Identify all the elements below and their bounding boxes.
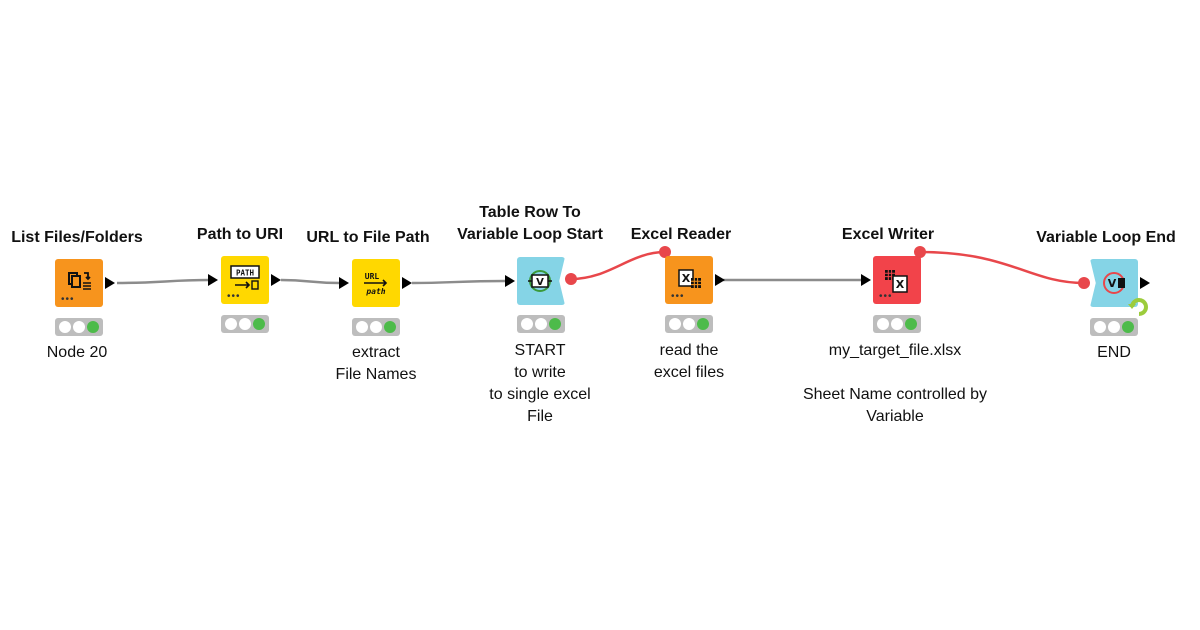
more-options-icon[interactable]: •••: [227, 291, 241, 302]
status-indicator: [352, 318, 400, 336]
node-title: Excel Reader: [630, 226, 732, 243]
node-description: read the excel files: [653, 342, 725, 381]
loop-end-icon[interactable]: V: [1090, 259, 1138, 307]
input-port[interactable]: [208, 274, 218, 286]
node-description: START to write to single excel File: [489, 342, 591, 425]
svg-text:X: X: [896, 278, 905, 291]
flow-variable-output-port[interactable]: [914, 246, 926, 258]
more-options-icon[interactable]: •••: [671, 291, 685, 302]
list-files-icon[interactable]: •••: [55, 259, 103, 307]
status-indicator: [221, 315, 269, 333]
excel-writer-icon[interactable]: X •••: [873, 256, 921, 304]
output-port[interactable]: [271, 274, 281, 286]
svg-text:V: V: [536, 277, 544, 288]
flow-variable-input-port[interactable]: [659, 246, 671, 258]
excel-reader-icon[interactable]: X •••: [665, 256, 713, 304]
node-title: Excel Writer: [841, 226, 935, 243]
connection-url-to-path-to-loop-start[interactable]: [411, 279, 506, 285]
connection-loop-start-to-excel-reader[interactable]: [570, 250, 666, 281]
more-options-icon[interactable]: •••: [879, 291, 893, 302]
status-indicator: [517, 315, 565, 333]
node-title: Table Row To Variable Loop Start: [457, 204, 603, 243]
node-description: END: [1097, 344, 1131, 361]
flow-variable-output-port[interactable]: [565, 273, 577, 285]
connection-list-files-to-path-to-uri[interactable]: [116, 278, 210, 285]
status-indicator: [873, 315, 921, 333]
path-to-uri-icon[interactable]: PATH •••: [221, 256, 269, 304]
svg-text:V: V: [1108, 277, 1117, 290]
node-title: List Files/Folders: [11, 229, 143, 246]
input-port[interactable]: [505, 275, 515, 287]
loop-refresh-icon: [1128, 298, 1148, 316]
input-port[interactable]: [861, 274, 871, 286]
flow-variable-input-port[interactable]: [1078, 277, 1090, 289]
status-indicator: [55, 318, 103, 336]
output-port[interactable]: [715, 274, 725, 286]
svg-text:path: path: [365, 287, 385, 296]
node-title: Variable Loop End: [1036, 229, 1176, 246]
loop-start-icon[interactable]: V: [517, 257, 565, 305]
node-title: Path to URI: [196, 226, 284, 243]
node-description: Node 20: [46, 344, 108, 361]
output-port[interactable]: [402, 277, 412, 289]
url-to-path-icon[interactable]: URL path: [352, 259, 400, 307]
connection-excel-writer-to-loop-end[interactable]: [919, 250, 1085, 285]
connection-path-to-uri-to-url-to-path[interactable]: [280, 278, 341, 285]
status-indicator: [1090, 318, 1138, 336]
output-port[interactable]: [1140, 277, 1150, 289]
svg-text:PATH: PATH: [236, 269, 255, 278]
node-title: URL to File Path: [306, 229, 430, 246]
node-description: extract File Names: [335, 344, 417, 383]
status-indicator: [665, 315, 713, 333]
node-description: my_target_file.xlsx Sheet Name controlle…: [802, 342, 988, 425]
output-port[interactable]: [105, 277, 115, 289]
svg-text:X: X: [682, 272, 691, 285]
input-port[interactable]: [339, 277, 349, 289]
more-options-icon[interactable]: •••: [61, 294, 75, 305]
svg-text:URL: URL: [365, 272, 380, 281]
